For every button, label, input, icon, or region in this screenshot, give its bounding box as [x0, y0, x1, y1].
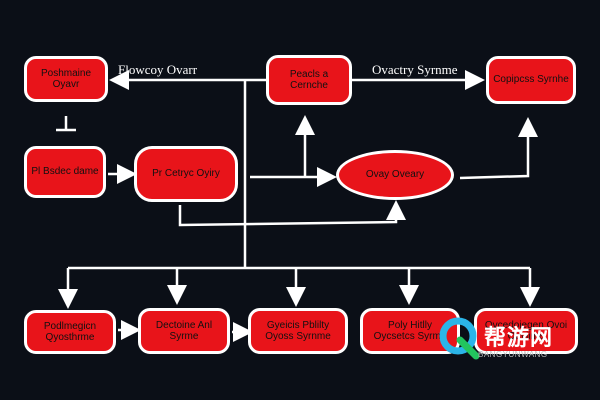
- synth-label: Ovactry Syrnme: [372, 62, 458, 77]
- node-mid-left: Pl Bsdec dame: [24, 146, 106, 198]
- watermark-logo-icon: [439, 317, 480, 360]
- node-mid-oval: Ovay Oveary: [336, 150, 454, 200]
- node-top-left: Poshmaine Oyavr: [24, 56, 108, 102]
- watermark: 帮游网 BANGYUNWANG: [438, 316, 578, 376]
- node-bottom-3: Gyeicis Pblilty Oyoss Syrnme: [248, 308, 348, 354]
- watermark-brand-en: BANGYUNWANG: [478, 350, 548, 359]
- connector-midcenter-to-oval-bottom: [178, 200, 406, 227]
- node-bottom-2: Dectoine Anl Syrme: [138, 308, 230, 354]
- flow-label: Flowcoy Ovarr: [118, 62, 198, 77]
- node-top-right: Copipcss Syrnhe: [486, 56, 576, 104]
- node-top-center: Peacls a Cernche: [266, 55, 352, 105]
- node-bottom-5: Ovcedoiegen Ovoi Ouviime: [474, 308, 578, 354]
- node-mid-center: Pr Cetryc Oyiry: [134, 146, 238, 202]
- watermark-brand-cn: 帮游网: [484, 325, 554, 350]
- node-bottom-1: Podlmegicn Qyosthrme: [24, 310, 116, 354]
- connector-oval-to-topright: [459, 117, 538, 180]
